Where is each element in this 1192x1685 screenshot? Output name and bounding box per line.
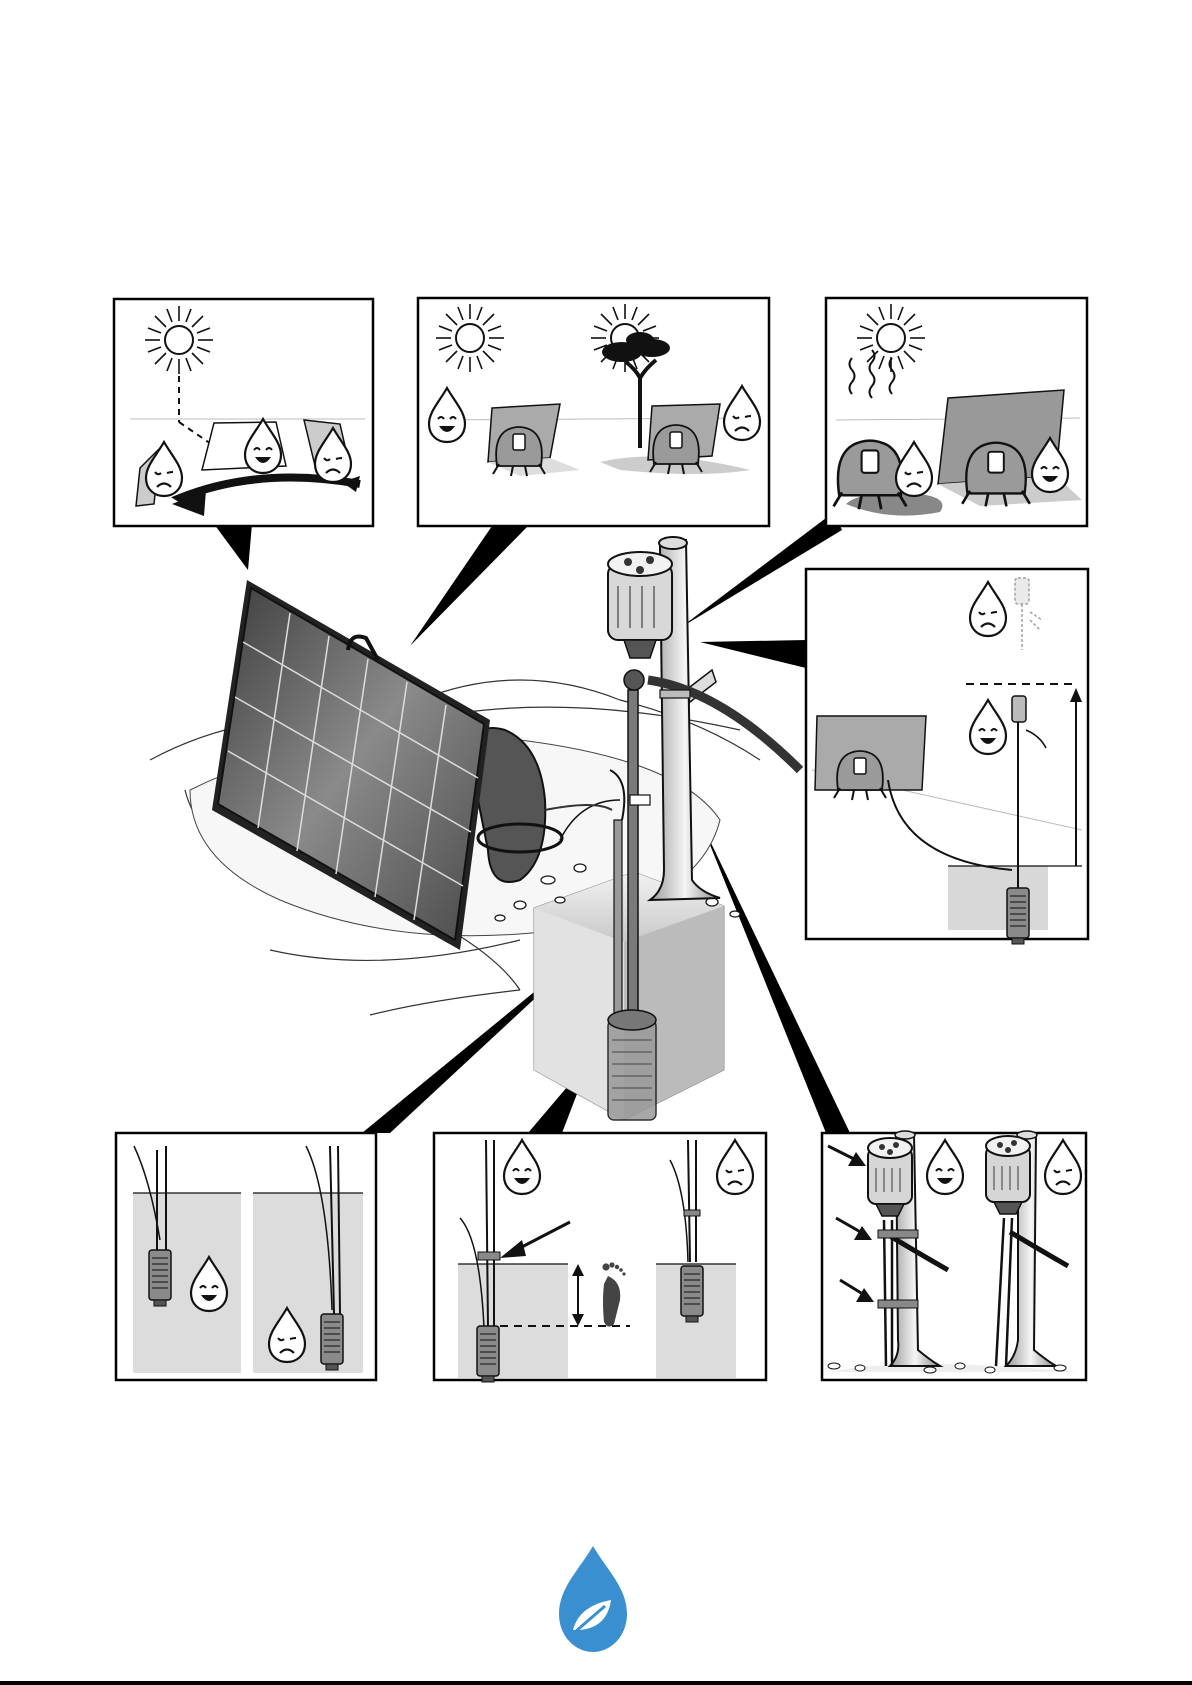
filter-cartridge bbox=[321, 1314, 343, 1370]
sun-icon bbox=[145, 306, 213, 374]
water-leaf-logo-icon bbox=[559, 1546, 627, 1652]
filter-cartridge bbox=[477, 1326, 499, 1382]
filter-cartridge bbox=[149, 1250, 171, 1306]
bottom-rule bbox=[0, 1681, 1192, 1685]
panel-shade bbox=[418, 298, 769, 526]
controller-unit bbox=[868, 1138, 912, 1216]
panel-depth bbox=[434, 1133, 766, 1382]
central-scene bbox=[150, 537, 800, 1120]
sun-icon bbox=[436, 304, 504, 372]
filter-cartridge bbox=[681, 1266, 703, 1322]
sun-icon bbox=[857, 304, 925, 372]
panel-lift-height bbox=[806, 569, 1088, 944]
panel-sun-orientation bbox=[114, 299, 373, 526]
filter-cartridge bbox=[1007, 888, 1029, 944]
submerged-filter bbox=[608, 1010, 656, 1120]
controller-unit bbox=[986, 1136, 1030, 1214]
panel-heat bbox=[826, 298, 1087, 526]
panel-fixing-stake bbox=[822, 1131, 1086, 1380]
panel-submersion bbox=[116, 1133, 376, 1380]
